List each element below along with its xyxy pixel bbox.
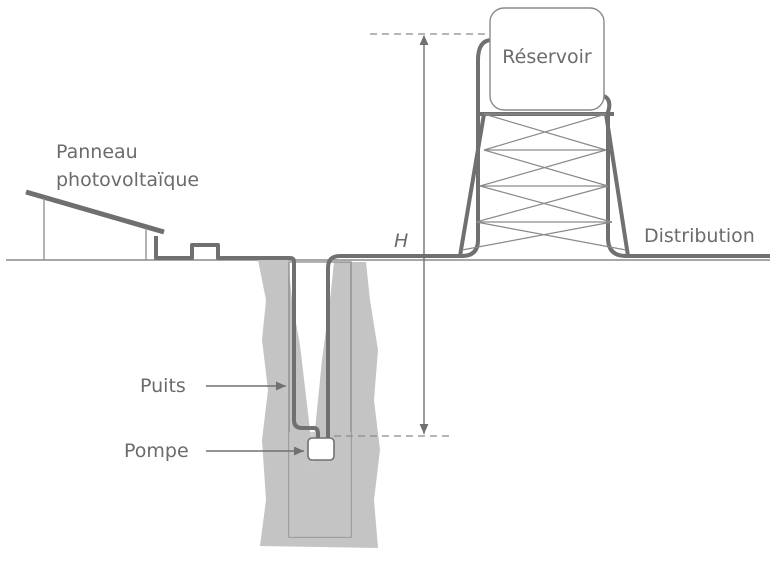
panel-cable <box>154 236 320 440</box>
pump-icon <box>307 437 335 461</box>
reservoir-tank <box>489 7 605 111</box>
water-tower <box>458 112 630 257</box>
height-label: H <box>394 230 408 252</box>
pump-label: Pompe <box>124 440 189 462</box>
solar-panel <box>25 189 165 260</box>
reservoir-label: Réservoir <box>502 46 592 68</box>
well-label: Puits <box>140 375 186 397</box>
panel-label-line1: Panneau <box>56 141 138 163</box>
panel-label-line2: photovoltaïque <box>56 169 199 191</box>
riser-pipe <box>326 254 462 438</box>
distribution-pipe <box>602 94 770 258</box>
distribution-label: Distribution <box>644 225 755 247</box>
